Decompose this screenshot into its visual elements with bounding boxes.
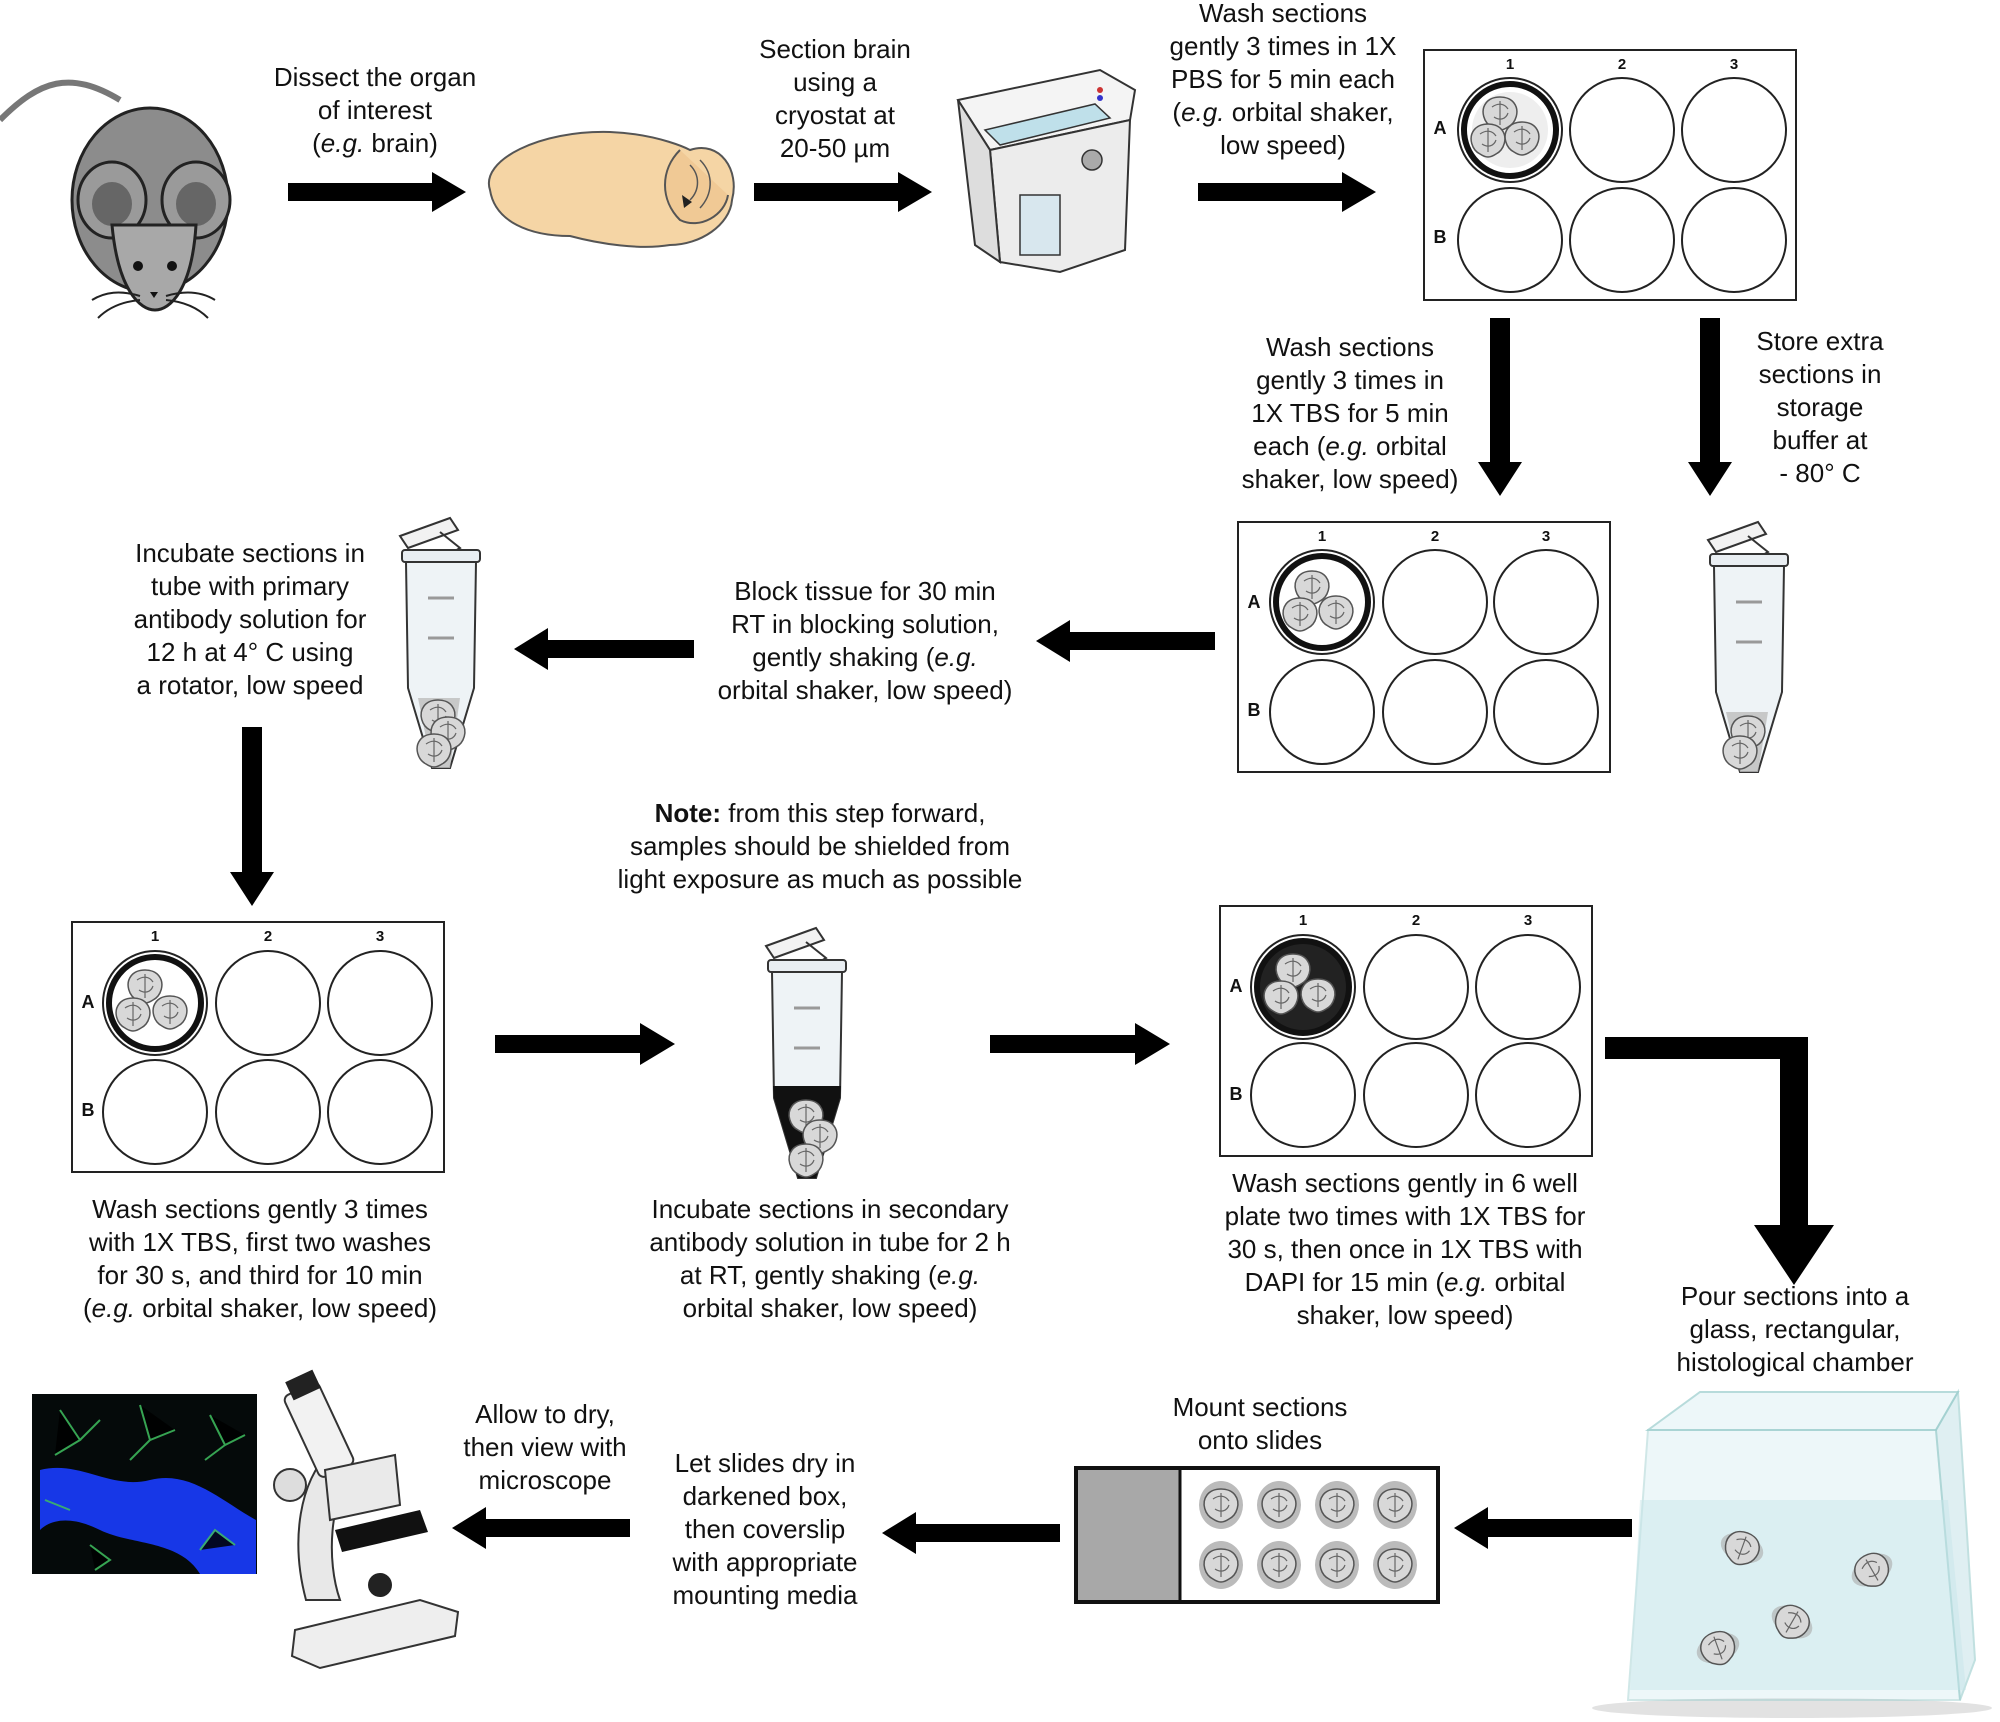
step-wash-pbs-label: Wash sections gently 3 times in 1X PBS f…: [1169, 0, 1397, 160]
plate-col-label: 3: [1542, 528, 1550, 545]
plate-col-label: 1: [1299, 912, 1307, 929]
microscope-illustration: [273, 1369, 460, 1670]
plate-row-label: B: [82, 1100, 95, 1120]
arrow-section: [754, 172, 932, 212]
arrow-primary: [514, 628, 694, 670]
arrow-to-wash3: [230, 727, 274, 906]
plate-col-label: 1: [151, 928, 159, 945]
arrow-to-secondary: [495, 1023, 675, 1065]
mouse-illustration: [0, 79, 232, 319]
storage-tube: [1706, 520, 1790, 774]
plate-row-label: A: [1248, 592, 1261, 612]
plate-row-label: A: [82, 992, 95, 1012]
step-primary-label: Incubate sections in tube with primary a…: [133, 538, 367, 700]
step-store-label: Store extra sections in storage buffer a…: [1756, 326, 1884, 488]
arrow-to-dry: [882, 1512, 1060, 1554]
arrow-to-chamber: [1605, 1037, 1834, 1285]
step-section-label: Section brain using a cryostat at 20-50 …: [759, 34, 911, 163]
plate-dapi: 1 2 3 A B: [1219, 905, 1593, 1157]
plate-col-label: 2: [264, 928, 272, 945]
step-view-label: Allow to dry, then view with microscope: [463, 1399, 627, 1495]
plate-wash-tbs: 1 2 3 A B: [1237, 521, 1611, 773]
plate-wash-pbs: 1 2 3 A B: [1423, 49, 1797, 301]
plate-col-label: 1: [1318, 528, 1326, 545]
plate-wash3: 1 2 3 A B: [71, 921, 445, 1173]
arrow-dissect: [288, 172, 466, 212]
plate-col-label: 3: [1524, 912, 1532, 929]
plate-col-label: 2: [1618, 56, 1626, 73]
plate-col-label: 1: [1506, 56, 1514, 73]
plate-col-label: 2: [1431, 528, 1439, 545]
plate-row-label: B: [1230, 1084, 1243, 1104]
step-dapi-label: Wash sections gently in 6 well plate two…: [1224, 1168, 1586, 1330]
fluorescence-image: [32, 1394, 257, 1574]
arrow-wash-pbs: [1198, 172, 1376, 212]
plate-col-label: 3: [1730, 56, 1738, 73]
step-pour-label: Pour sections into a glass, rectangular,…: [1676, 1281, 1914, 1377]
plate-row-label: B: [1434, 227, 1447, 247]
histological-chamber: [1592, 1388, 1992, 1718]
arrow-store: [1688, 318, 1732, 496]
cryostat-illustration: [956, 68, 1137, 274]
step-dry-label: Let slides dry in darkened box, then cov…: [672, 1448, 858, 1610]
arrow-wash-tbs: [1478, 318, 1522, 496]
arrow-to-microscope: [452, 1507, 630, 1549]
step-wash-tbs-label: Wash sections gently 3 times in 1X TBS f…: [1241, 332, 1459, 494]
step-secondary-label: Incubate sections in secondary antibody …: [649, 1194, 1011, 1323]
microscope-slide: [1074, 1466, 1440, 1604]
step-dissect-label: Dissect the organ of interest (e.g. brai…: [273, 62, 477, 158]
plate-col-label: 3: [376, 928, 384, 945]
secondary-antibody-tube: [764, 926, 848, 1180]
step-block-label: Block tissue for 30 min RT in blocking s…: [717, 576, 1013, 705]
brain-illustration: [487, 130, 735, 248]
arrow-to-dapi: [990, 1023, 1170, 1065]
plate-row-label: B: [1248, 700, 1261, 720]
primary-antibody-tube: [398, 516, 482, 770]
plate-row-label: A: [1230, 976, 1243, 996]
note-label: Note: from this step forward, samples sh…: [617, 798, 1023, 894]
step-wash3-label: Wash sections gently 3 times with 1X TBS…: [82, 1194, 438, 1323]
arrow-to-slide: [1454, 1507, 1632, 1549]
arrow-block: [1036, 620, 1215, 662]
plate-col-label: 2: [1412, 912, 1420, 929]
step-mount-label: Mount sections onto slides: [1172, 1392, 1348, 1455]
plate-row-label: A: [1434, 118, 1447, 138]
